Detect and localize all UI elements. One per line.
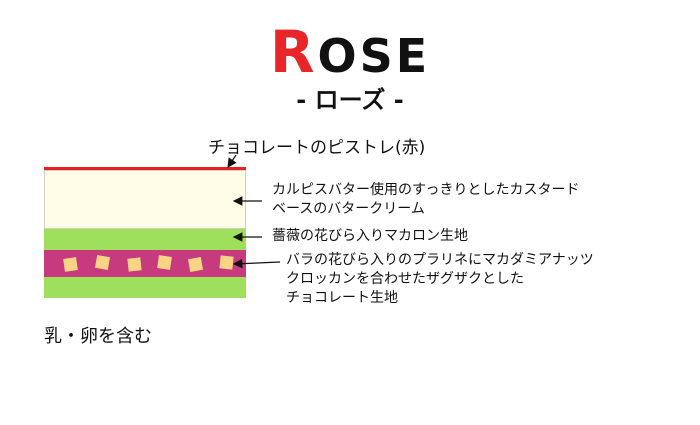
allergen-note: 乳・卵を含む [44, 326, 152, 347]
praline-description-line: チョコレート生地 [286, 290, 398, 306]
macaron-layer-top [44, 229, 246, 250]
cream-description: カルピスバター使用のすっきりとしたカスタード ベースのバタークリーム [272, 181, 579, 219]
title-rest: OSE [317, 29, 431, 83]
arrow-praline [232, 258, 281, 269]
glaze-label: チョコレートのピストレ(赤) [208, 138, 426, 158]
product-title: ROSE [0, 20, 700, 88]
cream-description-line: カルピスバター使用のすっきりとしたカスタード [272, 182, 580, 198]
praline-description: バラの花びら入りのプラリネにマカダミアナッツ クロッカンを合わせたザグザクとした… [286, 251, 594, 308]
cake-cross-section [44, 167, 246, 298]
title-first-letter: R [269, 18, 318, 86]
cream-description-line: ベースのバタークリーム [272, 201, 425, 217]
arrow-glaze [227, 154, 237, 168]
praline-layer [44, 250, 246, 277]
macaron-layer-bottom [44, 277, 246, 298]
cream-layer [44, 170, 246, 229]
macaron-description: 薔薇の花びら入りマカロン生地 [272, 228, 468, 244]
praline-description-line: バラの花びら入りのプラリネにマカダミアナッツ [286, 252, 594, 268]
praline-description-line: クロッカンを合わせたザグザクとした [286, 271, 524, 287]
glaze-layer [44, 167, 246, 170]
product-subtitle: - ローズ - [296, 86, 404, 114]
